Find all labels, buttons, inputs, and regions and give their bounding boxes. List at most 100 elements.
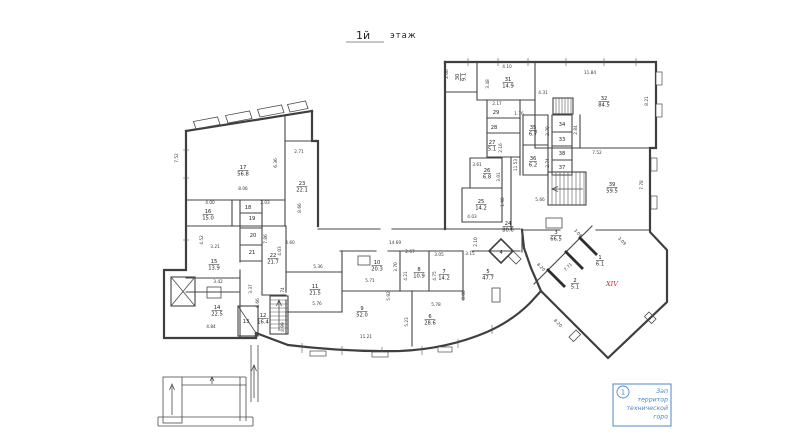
- dimension-label: 7.71: [563, 262, 574, 273]
- room-number: 38: [559, 151, 566, 157]
- room-area: 47.7: [482, 276, 494, 282]
- dimension-label: 8.99: [280, 322, 286, 332]
- zone-label-xiv: XIV: [605, 280, 619, 288]
- room-area: 6.7: [529, 132, 537, 138]
- wall-room23-right: [310, 109, 320, 228]
- room-area: 6.2: [529, 163, 537, 169]
- dimension-label: 4.60: [285, 240, 295, 246]
- dimension-label: 8.20: [552, 318, 563, 329]
- stamp-text-line: территор: [637, 397, 668, 404]
- dimension-label: 3.01: [496, 172, 502, 182]
- exterior-ramps: [157, 345, 259, 427]
- dimension-label: 4.03: [277, 246, 283, 256]
- room-number: 37: [559, 165, 566, 171]
- dimension-label: 4.84: [206, 324, 216, 330]
- dimension-label: 8.00: [461, 290, 467, 300]
- room-number: 9: [360, 306, 363, 312]
- room-label: 16.1: [596, 255, 604, 268]
- dimension-label: 3.08: [572, 228, 583, 239]
- room-label: 952.0: [356, 306, 368, 319]
- room-number: 12: [260, 313, 267, 319]
- dimension-label: 7.86: [263, 234, 269, 244]
- outer-walls: [162, 60, 669, 360]
- dimension-label: 11.21: [360, 334, 373, 340]
- dimension-label: 4.03: [467, 214, 477, 220]
- dimension-label: 3.15: [465, 251, 475, 257]
- dimension-label: 3.48: [485, 79, 491, 89]
- dimension-label: 2.16: [498, 143, 504, 153]
- dimension-label: 5.71: [365, 278, 375, 284]
- dimension-label: 3.37: [248, 284, 254, 294]
- approval-stamp: 1 Зап территор технической горо: [612, 383, 672, 427]
- floor-number: 1й: [356, 29, 370, 42]
- dimension-label: 6.66: [255, 298, 261, 308]
- dimension-label: 5.23: [404, 317, 410, 327]
- dimension-label: 4.75: [432, 271, 438, 281]
- dimension-label: 11.84: [584, 70, 597, 76]
- stamp-text-line: технической: [626, 405, 668, 412]
- wall-left-side: [162, 129, 258, 340]
- dimension-label: 8.66: [297, 203, 303, 213]
- room-area: 14.2: [438, 276, 450, 282]
- room-label: 547.7: [482, 269, 494, 282]
- room-area: 59.5: [606, 189, 618, 195]
- room-label: 34: [559, 122, 566, 128]
- dimension-label: 4.31: [538, 90, 548, 96]
- dimension-label: 7.78: [639, 180, 645, 190]
- room-number: 28: [491, 125, 498, 131]
- room-number: 39: [609, 182, 616, 188]
- room-number: 32: [601, 96, 608, 102]
- dimension-label: 2.10: [473, 237, 479, 247]
- room-labels: 16.125.1366.54547.7628.6714.2810.9952.01…: [202, 73, 618, 327]
- room-area: 21.7: [267, 260, 279, 266]
- room-label: 628.6: [424, 314, 436, 327]
- room-area: 6.1: [596, 262, 604, 268]
- dimension-label: 2.74: [545, 158, 551, 168]
- room-number: 36: [530, 156, 537, 162]
- room-area: 56.8: [237, 172, 249, 178]
- room-number: 13: [243, 319, 250, 325]
- room-area: 6.8: [483, 175, 491, 181]
- dimension-label: 5.66: [535, 197, 545, 203]
- room-number: 7: [442, 269, 445, 275]
- room-area: 21.5: [309, 291, 321, 297]
- room-number: 17: [240, 165, 247, 171]
- room-label: 20: [250, 233, 257, 239]
- room-label: 266.8: [483, 168, 491, 181]
- floor-word: этаж: [390, 31, 416, 41]
- dimension-label: 1.76: [514, 111, 524, 117]
- room-area: 66.5: [550, 237, 562, 243]
- room-label: 38: [559, 151, 566, 157]
- wall-wing-outline: [443, 60, 669, 360]
- room-label: 366.5: [550, 230, 562, 243]
- room-area: 80.6: [502, 228, 514, 234]
- room-area: 84.5: [598, 103, 610, 109]
- shaft-room13-icon: [237, 305, 259, 337]
- room-area: 52.0: [356, 313, 368, 319]
- room-area: 13.9: [208, 266, 220, 272]
- room-number: 25: [478, 199, 485, 205]
- room-number: 3: [554, 230, 557, 236]
- room-number: 15: [211, 259, 218, 265]
- room-label: 4: [499, 250, 503, 256]
- room-number: 20: [250, 233, 257, 239]
- dimension-label: 3.70: [393, 262, 399, 272]
- diagonal-partition-walls: [546, 236, 598, 288]
- room-label: 810.9: [413, 267, 425, 280]
- room-number: 22: [270, 253, 277, 259]
- room-label: 366.2: [529, 156, 537, 169]
- dimension-label: 4.52: [199, 235, 205, 245]
- dimension-label: 1.90: [500, 197, 506, 207]
- room-number: 34: [559, 122, 566, 128]
- dimension-label: 11.53: [513, 159, 519, 172]
- room-number: 11: [312, 284, 319, 290]
